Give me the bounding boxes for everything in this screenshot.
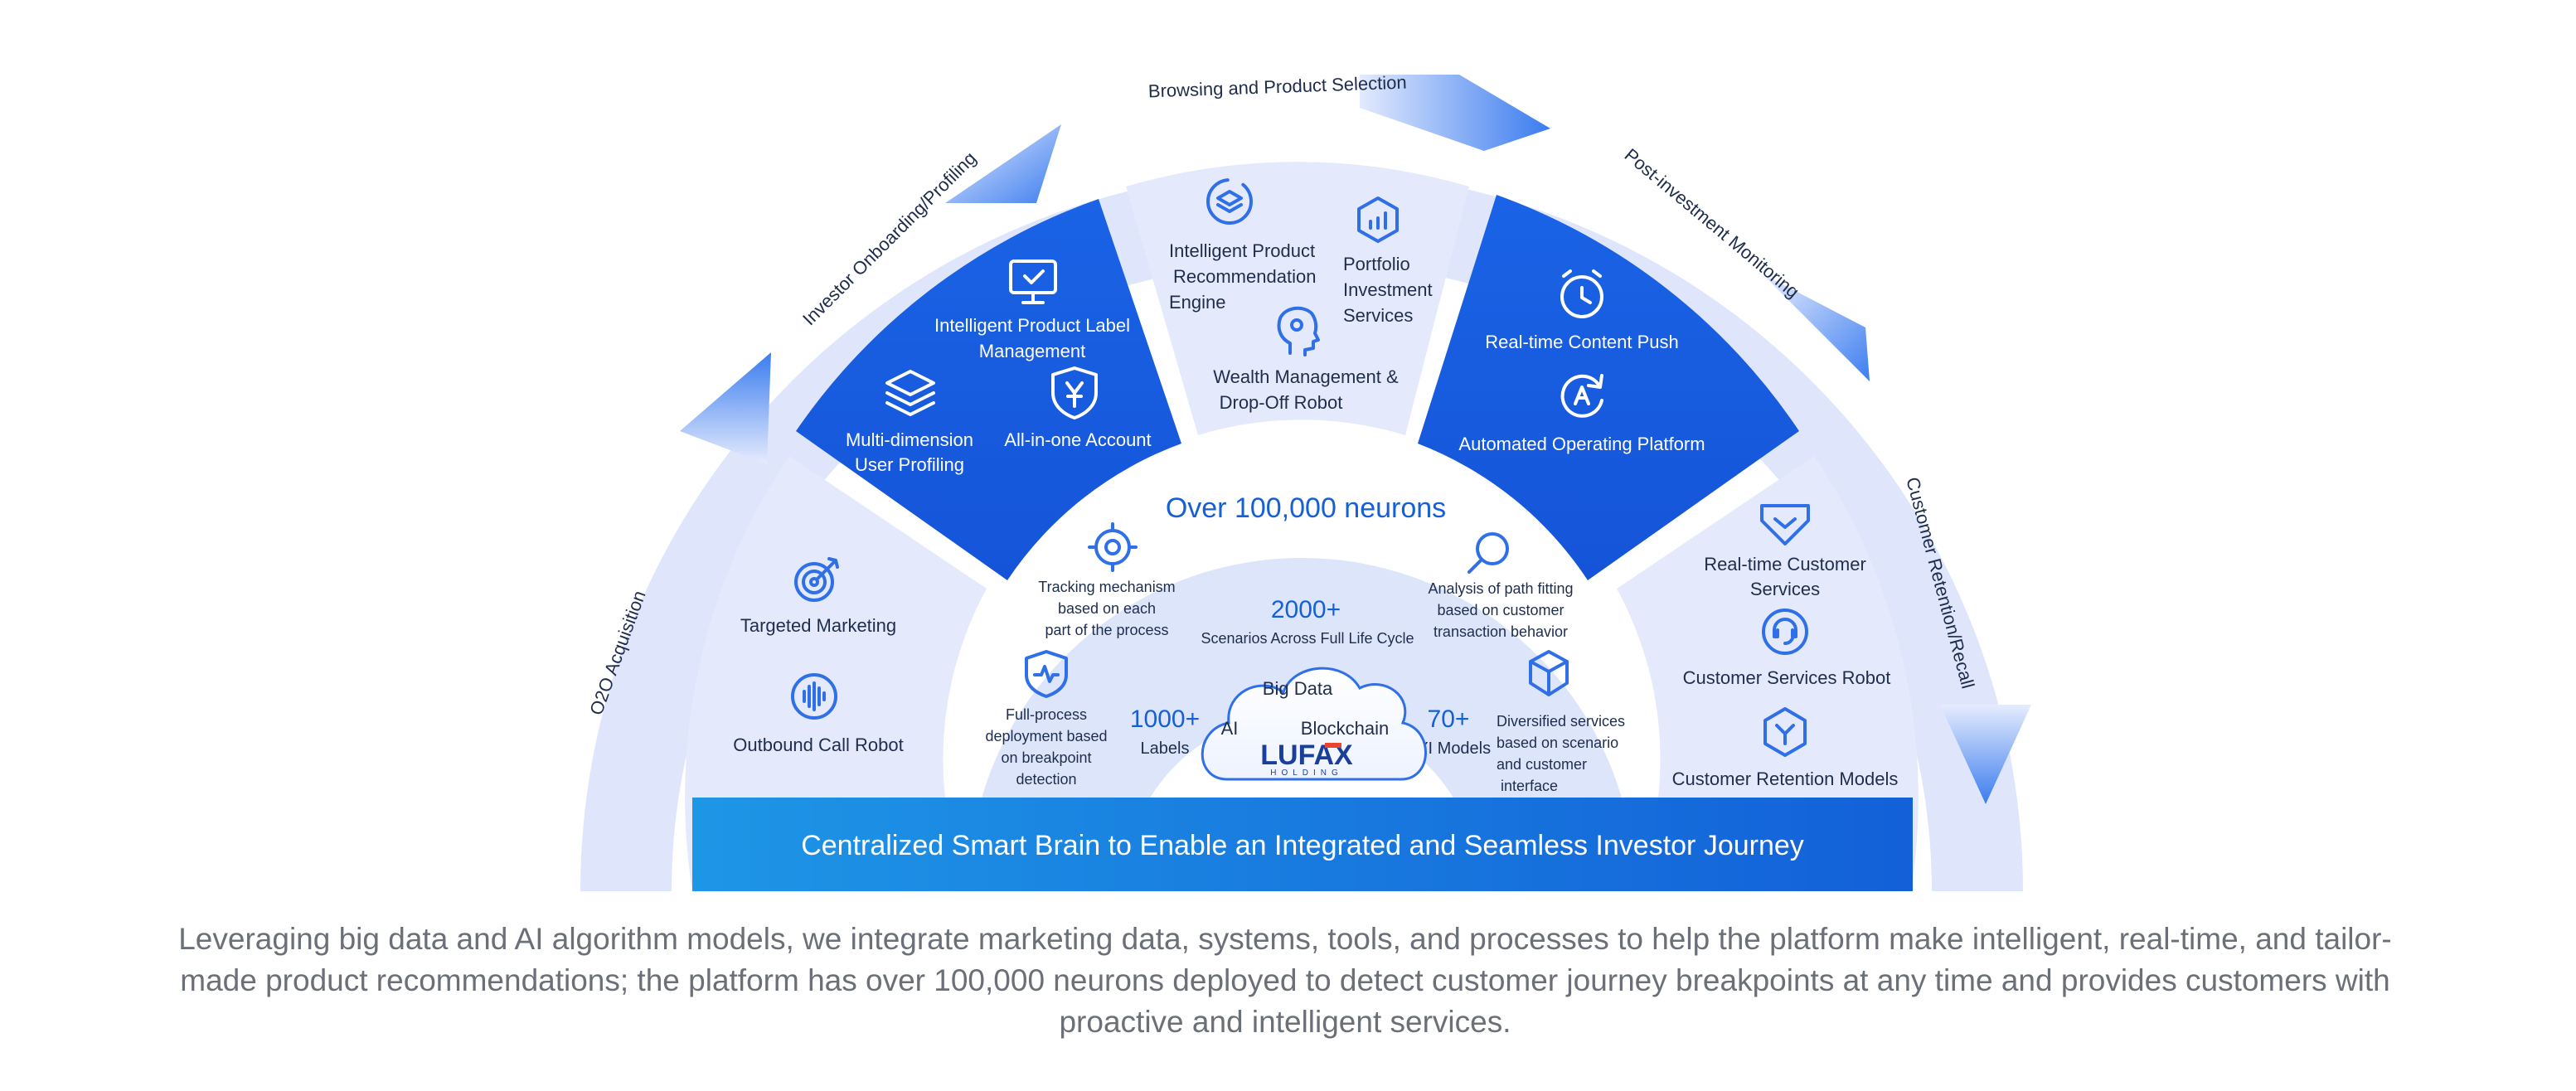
full-process-line-2: deployment based — [985, 728, 1107, 744]
full-process-line-3: on breakpoint — [1001, 749, 1091, 766]
labels-value: 1000+ — [1130, 706, 1200, 733]
neurons-title: Over 100,000 neurons — [1166, 492, 1446, 524]
scenarios-value: 2000+ — [1271, 596, 1341, 623]
journey-arrow-browsing — [1360, 75, 1550, 151]
journey-arrow-onboarding — [945, 124, 1061, 203]
monitor-check-icon — [1009, 259, 1057, 304]
label-mgmt-line-1: Intelligent Product Label — [934, 315, 1130, 336]
panel-left-gray — [685, 456, 987, 891]
journey-arrow-o2o — [680, 352, 771, 464]
cs-robot-label: Customer Services Robot — [1683, 667, 1891, 688]
wealth-robot-line-1: Wealth Management & — [1213, 366, 1399, 387]
multi-dimension-line-1: Multi-dimension — [846, 429, 973, 450]
headset-icon — [1762, 609, 1808, 655]
diversified-line-1: Diversified services — [1497, 713, 1625, 730]
tracking-line-1: Tracking mechanism — [1038, 579, 1175, 595]
rt-services-line-1: Real-time Customer — [1704, 554, 1866, 575]
portfolio-line-1: Portfolio — [1343, 254, 1410, 274]
banner-text: Centralized Smart Brain to Enable an Int… — [801, 830, 1804, 861]
content-push-label: Real-time Content Push — [1485, 332, 1679, 352]
targeted-marketing-icon — [794, 557, 839, 602]
gem-service-icon — [1760, 504, 1810, 546]
label-mgmt-line-2: Management — [979, 341, 1085, 361]
diversified-line-2: based on scenario — [1497, 735, 1618, 751]
outbound-call-robot-label: Outbound Call Robot — [733, 735, 903, 755]
recommendation-engine-icon — [1206, 178, 1253, 225]
big-data-label: Big Data — [1263, 678, 1333, 699]
portfolio-icon — [1357, 196, 1399, 243]
portfolio-line-3: Services — [1343, 305, 1413, 326]
yen-account-icon — [1051, 366, 1098, 419]
crosshair-icon — [1088, 522, 1138, 572]
lufax-logo-sub: HOLDING — [1270, 769, 1343, 778]
outbound-call-robot-icon — [791, 673, 837, 720]
path-fitting-line-2: based on customer — [1437, 602, 1564, 618]
robot-head-icon — [1277, 306, 1320, 356]
tracking-line-2: based on each — [1058, 600, 1156, 617]
kyi-models-label: KYI Models — [1406, 739, 1491, 758]
scenarios-label: Scenarios Across Full Life Cycle — [1201, 630, 1414, 647]
shield-pulse-icon — [1025, 650, 1068, 698]
banner — [692, 798, 1913, 891]
ai-label: AI — [1221, 718, 1239, 739]
magnifier-icon — [1467, 532, 1509, 574]
alarm-clock-icon — [1560, 269, 1603, 318]
operating-platform-label: Automated Operating Platform — [1458, 434, 1705, 454]
retention-model-icon — [1763, 707, 1807, 757]
diversified-line-3: and customer — [1497, 756, 1587, 773]
wealth-robot-line-2: Drop-Off Robot — [1220, 392, 1343, 413]
retention-models-label: Customer Retention Models — [1672, 769, 1899, 789]
full-process-line-4: detection — [1016, 771, 1076, 788]
blockchain-label: Blockchain — [1301, 718, 1389, 739]
panel-left-blue — [796, 199, 1181, 580]
targeted-marketing-label: Targeted Marketing — [740, 615, 896, 636]
panel-right-blue — [1418, 195, 1799, 580]
portfolio-line-2: Investment — [1343, 279, 1433, 300]
lufax-logo-accent — [1325, 743, 1341, 748]
kyi-models-value: 70+ — [1428, 706, 1470, 733]
engine-line-2: Recommendation — [1173, 266, 1316, 287]
engine-line-1: Intelligent Product — [1169, 240, 1315, 261]
all-in-one-account-label: All-in-one Account — [1004, 429, 1151, 450]
path-fitting-line-1: Analysis of path fitting — [1428, 580, 1573, 597]
description-caption: Leveraging big data and AI algorithm mod… — [178, 922, 2392, 1039]
panel-top-center — [1126, 162, 1469, 435]
journey-arrow-post-investment — [1762, 274, 1870, 381]
cube-icon — [1529, 650, 1569, 696]
rt-services-line-2: Services — [1750, 579, 1820, 599]
tracking-line-3: part of the process — [1045, 622, 1168, 638]
automation-icon — [1560, 374, 1603, 418]
journey-arrow-retention — [1940, 705, 2031, 804]
data-cloud — [1201, 667, 1427, 781]
layers-icon — [885, 370, 935, 416]
labels-label: Labels — [1141, 739, 1190, 758]
panel-right-gray — [1617, 456, 1919, 891]
diversified-line-4: interface — [1501, 778, 1558, 794]
path-fitting-line-3: transaction behavior — [1434, 623, 1568, 640]
full-process-line-1: Full-process — [1006, 706, 1087, 723]
engine-line-3: Engine — [1169, 292, 1226, 313]
multi-dimension-line-2: User Profiling — [855, 454, 964, 475]
